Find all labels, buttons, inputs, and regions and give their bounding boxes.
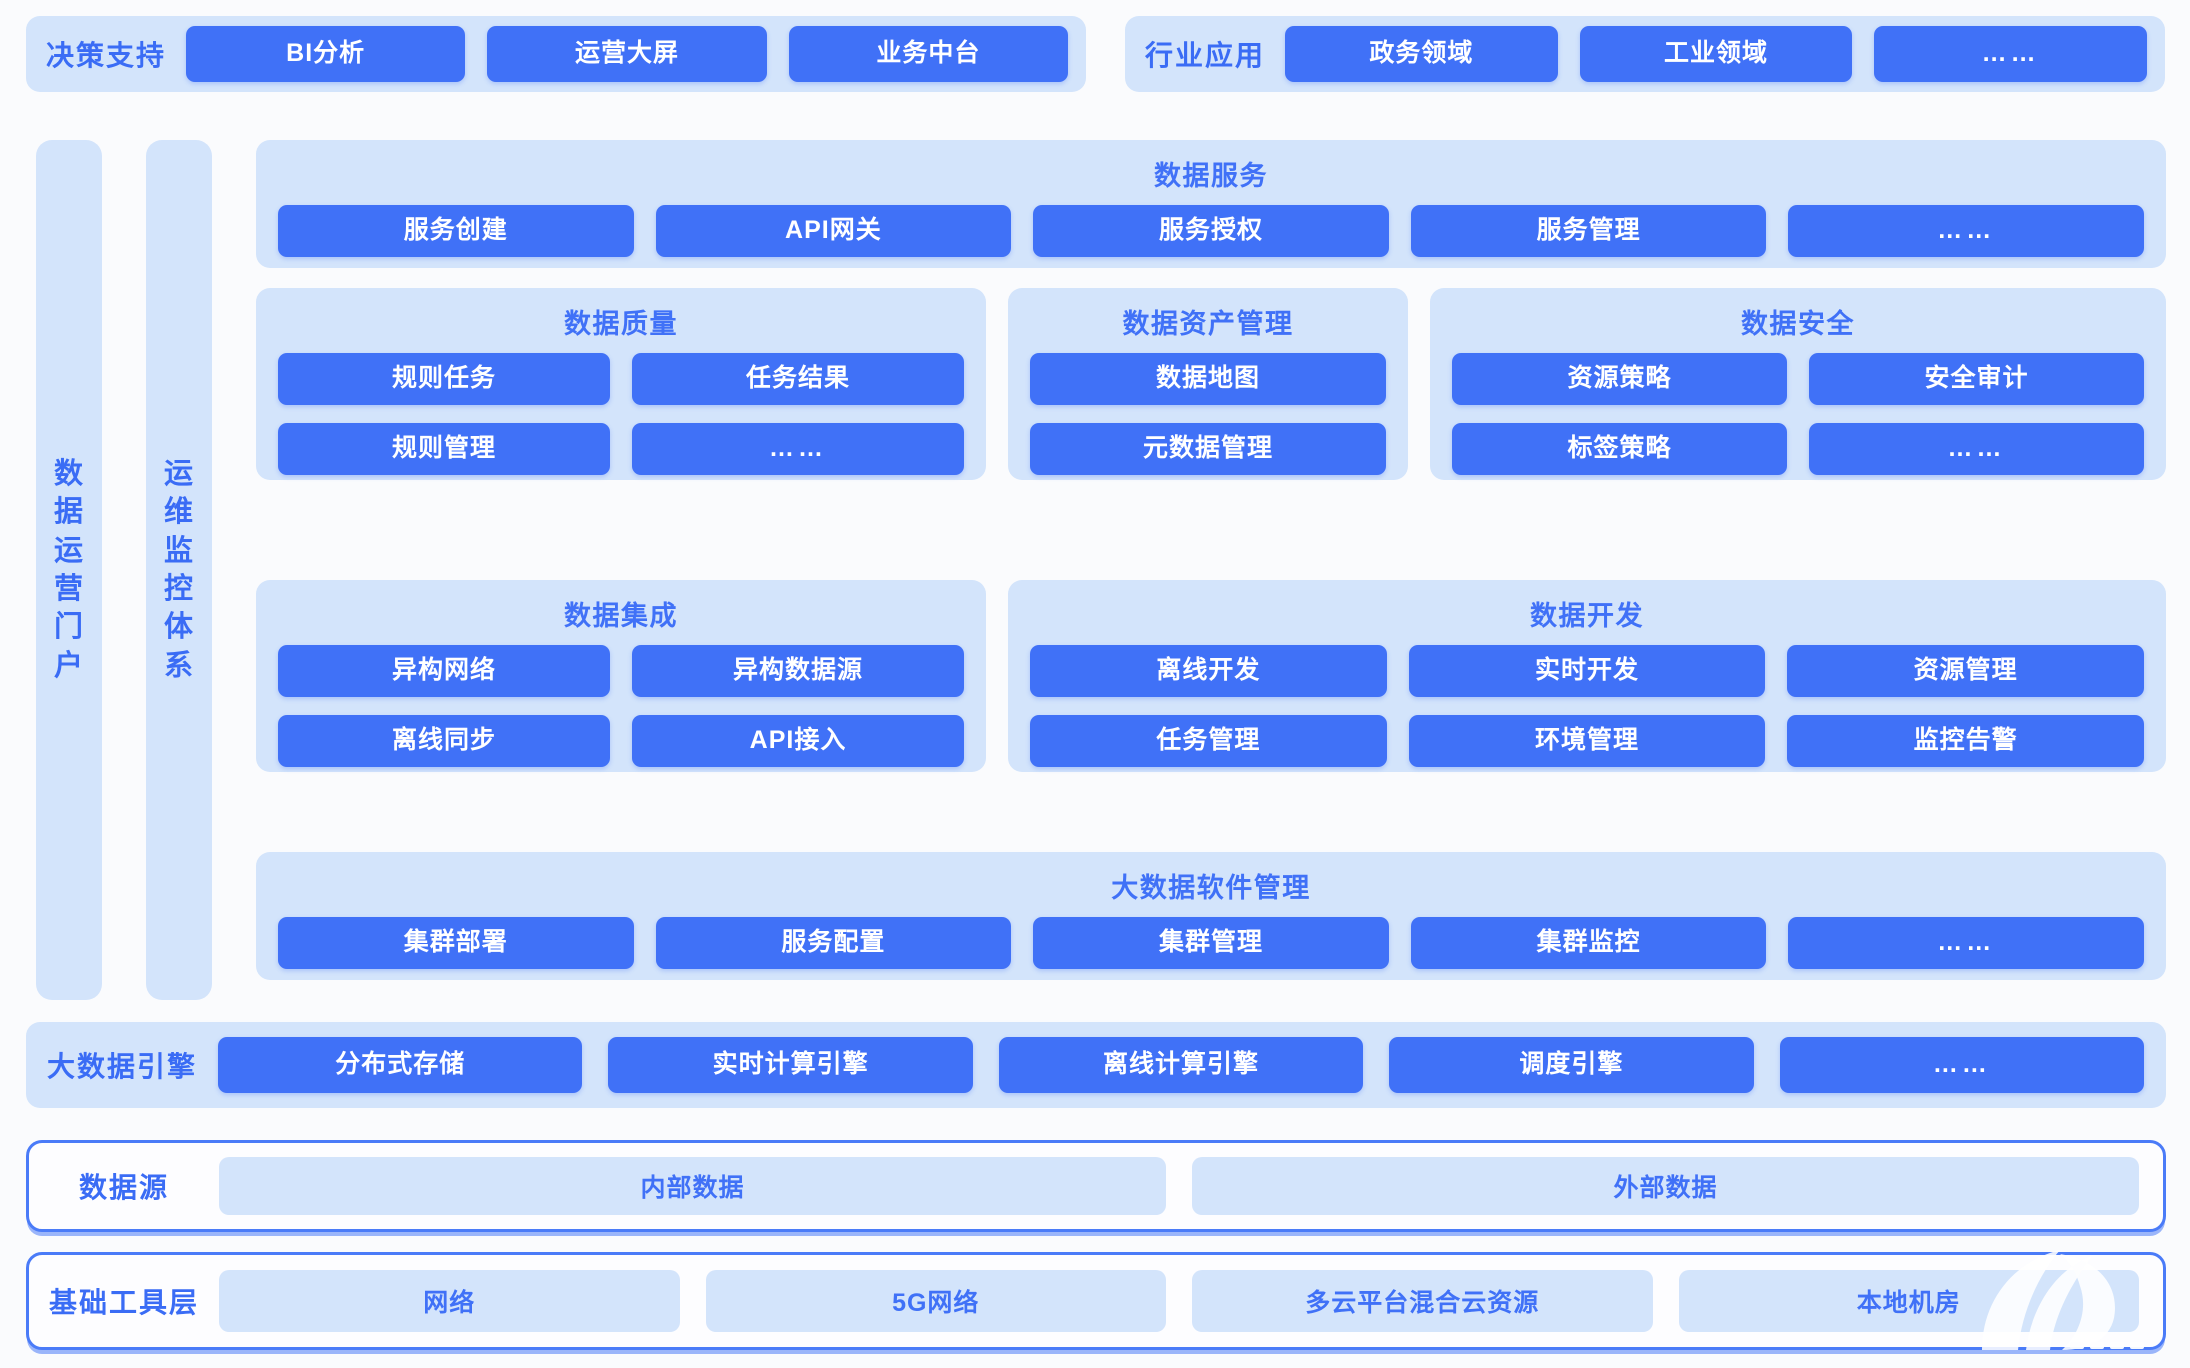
rail-data-operation-portal-label: 数据运营门户	[53, 458, 84, 682]
band-bigdata-engine: 大数据引擎 分布式存储 实时计算引擎 离线计算引擎 调度引擎 ……	[26, 1022, 2166, 1108]
data-asset-tiles: 数据地图 元数据管理	[1030, 353, 1386, 475]
panel-data-quality: 数据质量 规则任务 任务结果 规则管理 ……	[256, 288, 986, 480]
tile-data-security-more[interactable]: ……	[1809, 423, 2144, 475]
tile-engine-more[interactable]: ……	[1779, 1037, 2145, 1093]
tile-cluster-management[interactable]: 集群管理	[1033, 917, 1389, 969]
bigdata-engine-label: 大数据引擎	[46, 1051, 197, 1082]
tile-government-domain[interactable]: 政务领域	[1285, 26, 1558, 82]
industry-application-tiles: 政务领域 工业领域 ……	[1285, 26, 2165, 82]
tile-bi-analysis[interactable]: BI分析	[186, 26, 466, 82]
tile-service-authorization[interactable]: 服务授权	[1033, 205, 1389, 257]
tile-business-middle-platform[interactable]: 业务中台	[788, 26, 1068, 82]
tile-industrial-domain[interactable]: 工业领域	[1579, 26, 1853, 82]
panel-data-development-title: 数据开发	[1530, 601, 1644, 631]
rail-ops-monitoring-system-label: 运维监控体系	[163, 458, 194, 682]
data-service-tiles: 服务创建 API网关 服务授权 服务管理 ……	[278, 205, 2144, 257]
band-data-source: 数据源 内部数据 外部数据	[26, 1140, 2166, 1232]
tile-rule-task[interactable]: 规则任务	[278, 353, 610, 405]
panel-bigdata-software-management: 大数据软件管理 集群部署 服务配置 集群管理 集群监控 ……	[256, 852, 2166, 980]
tile-data-service-more[interactable]: ……	[1788, 205, 2144, 257]
panel-data-service: 数据服务 服务创建 API网关 服务授权 服务管理 ……	[256, 140, 2166, 268]
tile-environment-management[interactable]: 环境管理	[1408, 715, 1766, 767]
tile-local-datacenter[interactable]: 本地机房	[1678, 1270, 2139, 1332]
tile-heterogeneous-datasource[interactable]: 异构数据源	[632, 645, 964, 697]
tile-offline-sync[interactable]: 离线同步	[278, 715, 610, 767]
tile-offline-development[interactable]: 离线开发	[1030, 645, 1387, 697]
tile-data-map[interactable]: 数据地图	[1030, 353, 1386, 405]
panel-data-integration-title: 数据集成	[564, 601, 678, 631]
decision-support-label: 决策支持	[45, 40, 166, 71]
panel-data-security-title: 数据安全	[1741, 309, 1855, 339]
infrastructure-tool-layer-label: 基础工具层	[48, 1287, 199, 1318]
tile-task-management[interactable]: 任务管理	[1030, 715, 1387, 767]
band-infrastructure-tool-layer: 基础工具层 网络 5G网络 多云平台混合云资源 本地机房	[26, 1252, 2166, 1350]
tile-metadata-management[interactable]: 元数据管理	[1030, 423, 1386, 475]
data-integration-tiles: 异构网络 异构数据源 离线同步 API接入	[278, 645, 964, 767]
tile-industry-more[interactable]: ……	[1874, 26, 2148, 82]
panel-data-asset-management-title: 数据资产管理	[1122, 309, 1294, 339]
software-management-tiles: 集群部署 服务配置 集群管理 集群监控 ……	[278, 917, 2144, 969]
industry-application-band: 行业应用 政务领域 工业领域 ……	[1125, 16, 2165, 92]
tile-scheduling-engine[interactable]: 调度引擎	[1389, 1037, 1754, 1093]
decision-support-tiles: BI分析 运营大屏 业务中台	[186, 26, 1086, 82]
tile-offline-compute-engine[interactable]: 离线计算引擎	[998, 1037, 1364, 1093]
tile-security-audit[interactable]: 安全审计	[1809, 353, 2144, 405]
panel-data-asset-management: 数据资产管理 数据地图 元数据管理	[1008, 288, 1408, 480]
bigdata-engine-tiles: 分布式存储 实时计算引擎 离线计算引擎 调度引擎 ……	[218, 1037, 2166, 1093]
tile-distributed-storage[interactable]: 分布式存储	[218, 1037, 583, 1093]
tile-cluster-monitoring[interactable]: 集群监控	[1410, 917, 1767, 969]
tile-monitoring-alarm[interactable]: 监控告警	[1787, 715, 2144, 767]
tile-software-management-more[interactable]: ……	[1788, 917, 2144, 969]
tile-service-create[interactable]: 服务创建	[278, 205, 634, 257]
industry-application-label: 行业应用	[1144, 40, 1265, 71]
panel-data-quality-title: 数据质量	[564, 309, 678, 339]
data-quality-tiles: 规则任务 任务结果 规则管理 ……	[278, 353, 964, 475]
data-security-tiles: 资源策略 安全审计 标签策略 ……	[1452, 353, 2144, 475]
tile-service-configuration[interactable]: 服务配置	[655, 917, 1012, 969]
tile-internal-data[interactable]: 内部数据	[219, 1157, 1166, 1215]
tile-realtime-development[interactable]: 实时开发	[1408, 645, 1766, 697]
tile-data-quality-more[interactable]: ……	[632, 423, 964, 475]
tile-heterogeneous-network[interactable]: 异构网络	[278, 645, 610, 697]
tile-resource-management[interactable]: 资源管理	[1787, 645, 2144, 697]
tile-multicloud-hybrid-resource[interactable]: 多云平台混合云资源	[1192, 1270, 1653, 1332]
decision-support-band: 决策支持 BI分析 运营大屏 业务中台	[26, 16, 1086, 92]
tile-api-access[interactable]: API接入	[632, 715, 964, 767]
tile-realtime-compute-engine[interactable]: 实时计算引擎	[608, 1037, 973, 1093]
tile-cluster-deployment[interactable]: 集群部署	[278, 917, 634, 969]
tile-network[interactable]: 网络	[219, 1270, 680, 1332]
tile-service-management[interactable]: 服务管理	[1410, 205, 1767, 257]
rail-data-operation-portal[interactable]: 数据运营门户	[36, 140, 102, 1000]
tile-5g-network[interactable]: 5G网络	[705, 1270, 1166, 1332]
tile-external-data[interactable]: 外部数据	[1192, 1157, 2139, 1215]
panel-data-service-title: 数据服务	[1154, 161, 1268, 191]
rail-ops-monitoring-system[interactable]: 运维监控体系	[146, 140, 212, 1000]
tile-api-gateway[interactable]: API网关	[655, 205, 1012, 257]
tile-operation-screen[interactable]: 运营大屏	[487, 26, 767, 82]
tile-tag-policy[interactable]: 标签策略	[1452, 423, 1787, 475]
data-development-tiles: 离线开发 实时开发 资源管理 任务管理 环境管理 监控告警	[1030, 645, 2144, 767]
panel-data-development: 数据开发 离线开发 实时开发 资源管理 任务管理 环境管理 监控告警	[1008, 580, 2166, 772]
tile-rule-management[interactable]: 规则管理	[278, 423, 610, 475]
data-source-label: 数据源	[78, 1172, 169, 1203]
data-source-tiles: 内部数据 外部数据	[219, 1157, 2163, 1215]
tile-resource-policy[interactable]: 资源策略	[1452, 353, 1787, 405]
tile-task-result[interactable]: 任务结果	[632, 353, 964, 405]
panel-data-integration: 数据集成 异构网络 异构数据源 离线同步 API接入	[256, 580, 986, 772]
panel-bigdata-software-management-title: 大数据软件管理	[1111, 873, 1311, 903]
infrastructure-tiles: 网络 5G网络 多云平台混合云资源 本地机房	[219, 1270, 2163, 1332]
panel-data-security: 数据安全 资源策略 安全审计 标签策略 ……	[1430, 288, 2166, 480]
